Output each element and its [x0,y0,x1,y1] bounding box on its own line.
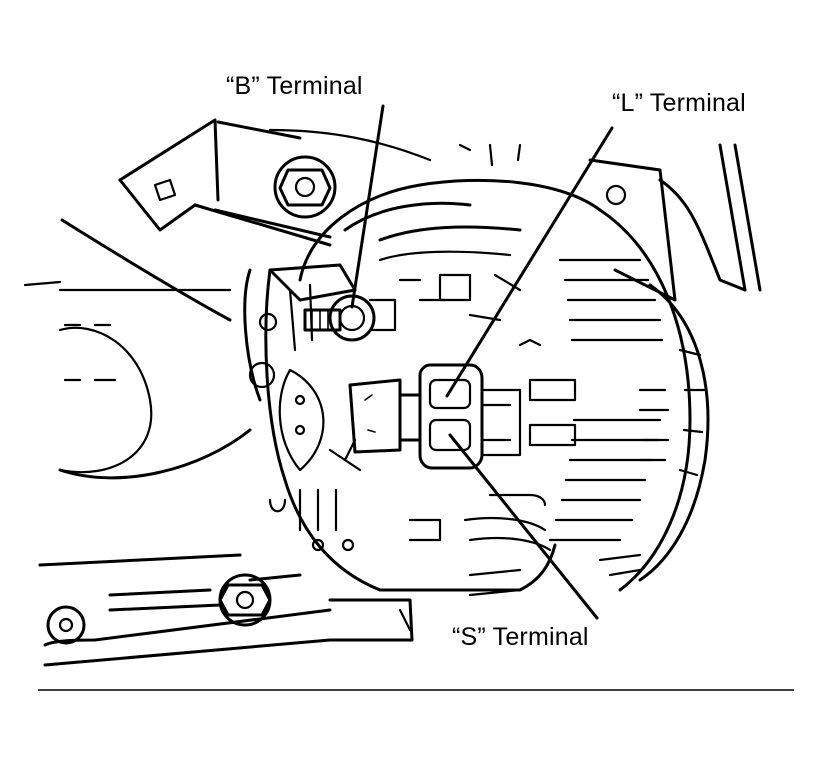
s-terminal-leader [448,433,599,620]
callout-leaders [350,104,614,620]
top-bolt [273,155,337,219]
upper-bracket [118,118,432,247]
b-terminal-stud [303,294,376,342]
lower-bracket [38,553,642,667]
rear-bracket [458,143,762,302]
b-terminal-leader [350,104,385,309]
alternator-body [298,178,710,592]
s-terminal-label: “S” Terminal [452,623,589,651]
b-terminal-label: “B” Terminal [226,72,363,100]
engine-block [23,218,252,480]
l-terminal-label: “L” Terminal [612,89,746,117]
l-terminal-leader [445,126,614,398]
connector-block [348,363,522,470]
